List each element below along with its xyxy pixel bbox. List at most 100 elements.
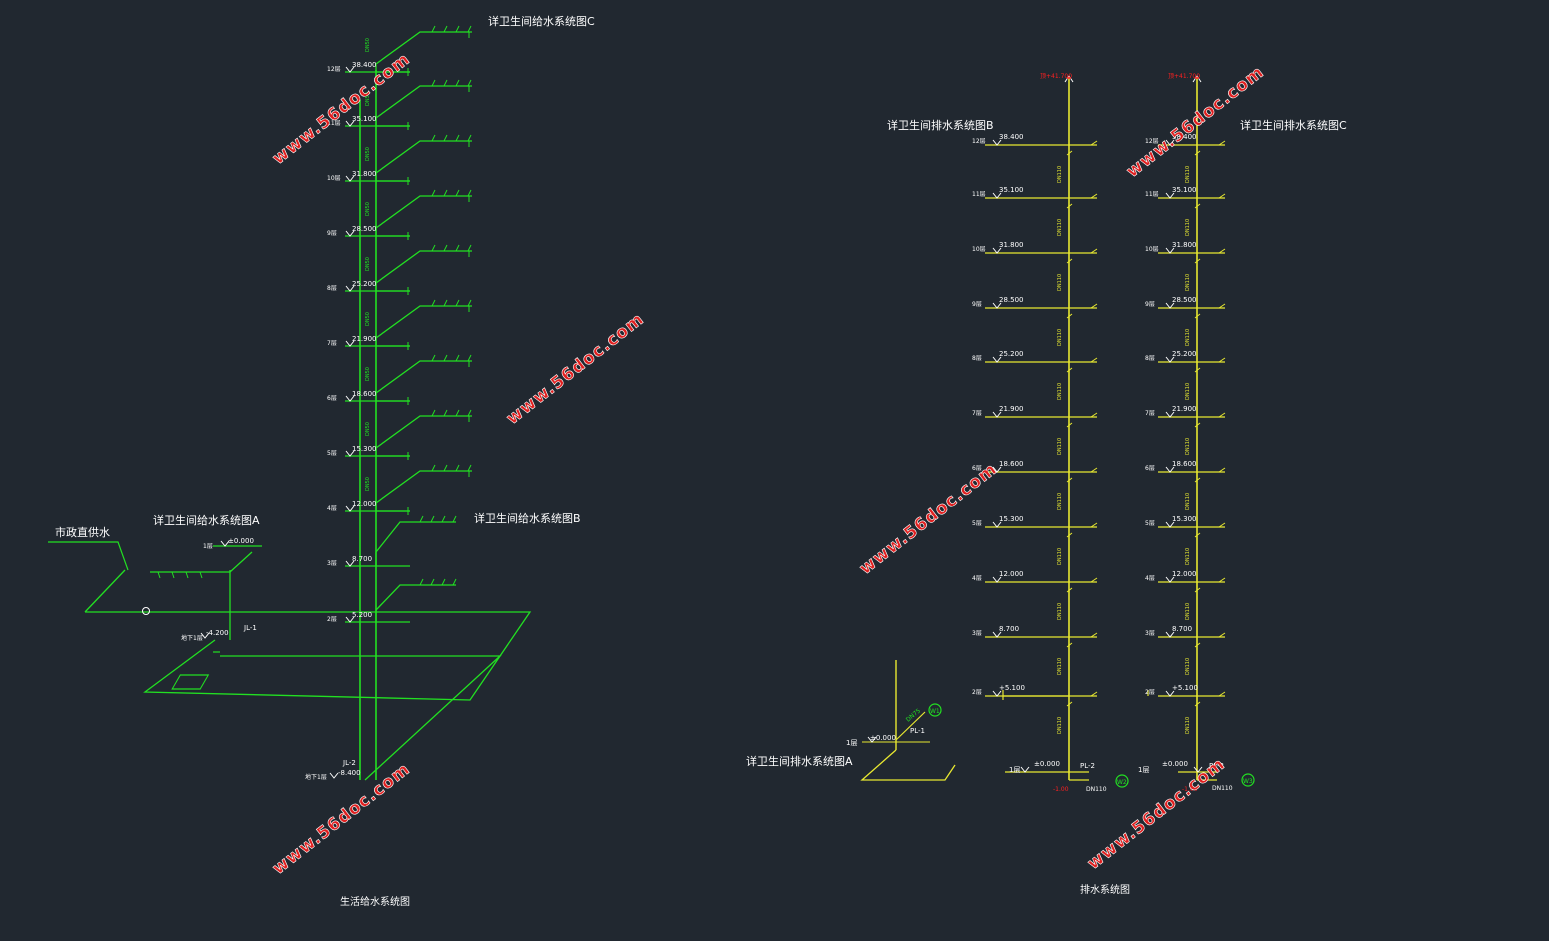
- cleanout-mark: [1194, 477, 1201, 483]
- drain-elev-mark: [1165, 192, 1175, 199]
- title-drain-system-c: 详卫生间排水系统图C: [1240, 118, 1347, 132]
- cleanout-mark: [1194, 532, 1201, 538]
- label-pl1: PL-1: [910, 727, 925, 735]
- fixture-stub: [431, 464, 436, 472]
- drain-floor-name: 4层: [1145, 575, 1155, 582]
- floor-elev-label: 8.700: [352, 555, 372, 563]
- fixture-stub: [157, 571, 161, 579]
- drain-floor-labels: 12层38.400DN11011层35.100DN11010层31.800DN1…: [867, 133, 1203, 773]
- fixture-stub: [199, 571, 203, 579]
- drain-branch-end: [1090, 632, 1098, 638]
- drain-elev-mark: [992, 521, 1002, 528]
- pipe-size-label: DN50: [365, 202, 371, 216]
- title-supply-system-c: 详卫生间给水系统图C: [488, 14, 595, 28]
- drain-size-label: DN110: [1057, 493, 1063, 510]
- title-drain-system-b: 详卫生间排水系统图B: [887, 118, 994, 132]
- drain-size-label: DN110: [1185, 274, 1191, 291]
- drain-elev-label: 21.900: [999, 405, 1024, 413]
- fixture-stub: [443, 79, 448, 87]
- drain-size-label: DN110: [1057, 166, 1063, 183]
- title-drain-main: 排水系统图: [1080, 883, 1130, 896]
- drain-floor1-elev: [1193, 766, 1203, 773]
- drain-size-label: DN110: [1185, 548, 1191, 565]
- label-elev-a: ±0.000: [228, 537, 254, 545]
- drain-a-outlet: [860, 749, 956, 781]
- cleanout-mark: [1194, 587, 1201, 593]
- cleanout-mark: [1194, 258, 1201, 264]
- cleanout-mark: [1194, 367, 1201, 373]
- fixture-stub: [443, 299, 448, 307]
- outlet-tag-w1: [928, 703, 942, 717]
- fixture-stub: [431, 134, 436, 142]
- drain-size-label: DN110: [1057, 274, 1063, 291]
- fixture-stub: [467, 244, 472, 252]
- cleanout-mark: [1066, 532, 1073, 538]
- drain-floor-name: 12层: [972, 138, 986, 145]
- fixture-stub: [455, 464, 460, 472]
- drain-elev-mark: [992, 576, 1002, 583]
- fixture-branch: [375, 140, 472, 181]
- fixture-branch-b: [375, 521, 456, 566]
- drain-elev-mark: [1165, 690, 1175, 697]
- fixture-stub: [455, 354, 460, 362]
- drain-branch-end: [1090, 140, 1098, 146]
- fixture-branch-a: [150, 551, 253, 573]
- label-floor1-a: 1层: [203, 543, 213, 550]
- drain-branch-end: [1218, 577, 1226, 583]
- pipe-size-label: DN50: [365, 422, 371, 436]
- floor-name-label: 4层: [327, 505, 337, 512]
- drain-branch-end: [1218, 412, 1226, 418]
- supply-inlet: [84, 569, 126, 613]
- drain-size-label: DN110: [1185, 438, 1191, 455]
- outlet-tag-w2: [1115, 774, 1129, 788]
- floor-elev-label: 35.100: [352, 115, 377, 123]
- drain-branch-end: [1090, 522, 1098, 528]
- floor-name-label: 5层: [327, 450, 337, 457]
- drain-elev-label: 28.500: [999, 296, 1024, 304]
- drain-a-branch: [895, 711, 926, 741]
- drain-elev-label: 38.400: [999, 133, 1024, 141]
- floor-name-label: 10层: [327, 175, 341, 182]
- fixture-stub: [455, 244, 460, 252]
- fixture-stub: [455, 409, 460, 417]
- drain-floor-name: 8层: [1145, 355, 1155, 362]
- drain-branch-end: [1218, 691, 1226, 697]
- drain-floor-name: 5层: [972, 520, 982, 527]
- fixture-stub: [467, 354, 472, 362]
- drain-size-label: DN110: [1185, 219, 1191, 236]
- fixture-stub: [431, 189, 436, 197]
- drain-elev-mark: [1165, 139, 1175, 146]
- fixture-stub: [467, 134, 472, 142]
- outlet-tag-w1-text: W1: [930, 708, 940, 715]
- cleanout-mark: [1066, 587, 1073, 593]
- drain-branch-end: [1090, 357, 1098, 363]
- elev-mark-a: [220, 540, 230, 547]
- drain-size-label: DN110: [1185, 493, 1191, 510]
- fixture-branch: [375, 250, 472, 291]
- cleanout-mark: [1194, 313, 1201, 319]
- drain-elev-mark: [992, 631, 1002, 638]
- drain-branch-end: [1218, 467, 1226, 473]
- drain-pipes: [860, 75, 1226, 781]
- floor-elev-label: 21.900: [352, 335, 377, 343]
- fixture-stub: [452, 515, 457, 523]
- meter-box: [171, 674, 210, 690]
- fixture-stub: [431, 244, 436, 252]
- label-floor1-drain-c: 1层: [1138, 766, 1149, 774]
- label-roof-elev-b: 顶+41.700: [1040, 73, 1072, 80]
- label-basement-elev: -8.400: [338, 769, 361, 777]
- drain-elev-mark: [992, 192, 1002, 199]
- drain-elev-mark: [1165, 576, 1175, 583]
- floor-elev-label: 31.800: [352, 170, 377, 178]
- fixture-branch: [375, 195, 472, 236]
- label-elev0-drain-c: ±0.000: [1162, 760, 1188, 768]
- drain-branch-end: [1218, 357, 1226, 363]
- cleanout-mark: [1066, 150, 1073, 156]
- cleanout-mark: [1066, 203, 1073, 209]
- floor-elev-mark: [345, 340, 355, 347]
- fixture-stub: [467, 189, 472, 197]
- outlet-tag-w2-text: W2: [1117, 779, 1127, 786]
- drain-elev-mark: [1165, 631, 1175, 638]
- basement-outline: [85, 611, 532, 701]
